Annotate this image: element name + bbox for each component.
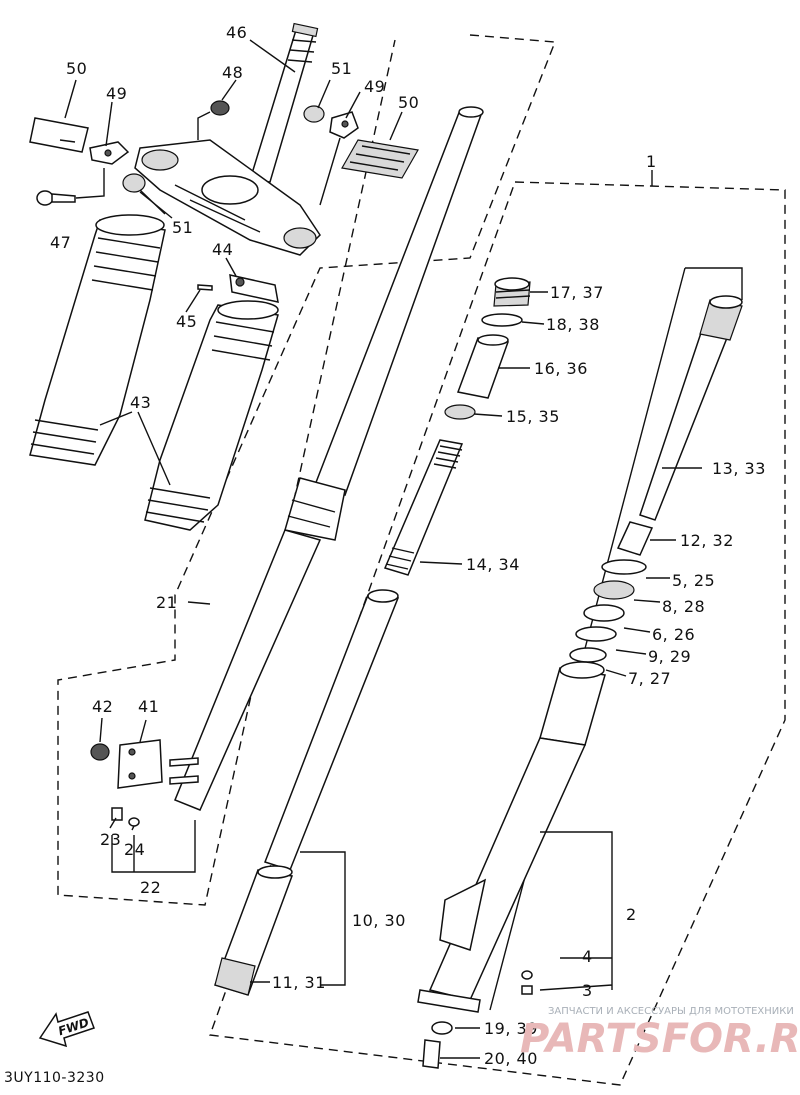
callout-41: 41 <box>138 697 159 716</box>
callout-9-29: 9, 29 <box>648 647 691 666</box>
callout-8-28: 8, 28 <box>662 597 705 616</box>
callout-21: 21 <box>156 593 177 612</box>
nut-48 <box>197 100 230 140</box>
callout-49-right: 49 <box>364 77 385 96</box>
callout-7-27: 7, 27 <box>628 669 671 688</box>
fwd-arrow-icon: FWD <box>38 1011 95 1048</box>
bolt-23 <box>111 807 123 821</box>
callout-49-left: 49 <box>106 84 127 103</box>
callout-50-left: 50 <box>66 59 87 78</box>
screw-3 <box>521 985 533 995</box>
assembly-outline-21 <box>57 34 556 906</box>
callout-44: 44 <box>212 240 233 259</box>
callout-45: 45 <box>176 312 197 331</box>
callout-1: 1 <box>646 152 657 171</box>
watermark: ЗАПЧАСТИ И АКСЕССУАРЫ ДЛЯ МОТОТЕХНИКИ PA… <box>520 1006 800 1062</box>
outer-tube-2 <box>417 661 606 1013</box>
outer-tube-21 <box>174 106 484 811</box>
callout-3: 3 <box>582 981 593 1000</box>
callout-12-32: 12, 32 <box>680 531 734 550</box>
callout-2: 2 <box>626 905 637 924</box>
damper-rod-13-33 <box>639 295 743 521</box>
callout-5-25: 5, 25 <box>672 571 715 590</box>
leader-lines <box>64 39 702 1059</box>
callout-20-40: 20, 40 <box>484 1049 538 1068</box>
o-ring-18-38 <box>481 313 523 327</box>
callout-18-38: 18, 38 <box>546 315 600 334</box>
bracket-plate-49-right <box>319 111 359 206</box>
callout-14-34: 14, 34 <box>466 555 520 574</box>
spring-14-34 <box>383 439 464 576</box>
callout-42: 42 <box>92 697 113 716</box>
callout-15-35: 15, 35 <box>506 407 560 426</box>
bracket-plate-49-left <box>89 141 130 165</box>
washer-15-35 <box>444 404 476 420</box>
callout-13-33: 13, 33 <box>712 459 766 478</box>
washer-4 <box>521 970 533 980</box>
bolt-47 <box>36 168 105 206</box>
upper-bracket <box>134 139 321 256</box>
callout-51-left: 51 <box>172 218 193 237</box>
inner-tube-10-30 <box>264 589 400 871</box>
callout-17-37: 17, 37 <box>550 283 604 302</box>
callout-11-31: 11, 31 <box>272 973 326 992</box>
screw-45 <box>197 284 213 291</box>
callout-24: 24 <box>124 840 145 859</box>
nut-42 <box>90 743 110 761</box>
fork-boot-43-left <box>29 214 166 466</box>
callout-19-39: 19, 39 <box>484 1019 538 1038</box>
seal-8-28 <box>593 580 635 600</box>
cap-bolt-17-37 <box>493 277 531 307</box>
clamp-44 <box>229 274 279 303</box>
washer-24 <box>128 817 140 827</box>
bracket-10-30 <box>300 851 346 986</box>
callout-22: 22 <box>140 878 161 897</box>
spacer-16-36 <box>456 334 510 399</box>
reflector-50-left <box>29 117 89 153</box>
callout-4: 4 <box>582 947 593 966</box>
callout-51-top: 51 <box>331 59 352 78</box>
slider-11-31 <box>214 865 294 996</box>
bracket-2 <box>539 831 613 991</box>
diagram-code: 3UY110-3230 <box>4 1070 105 1086</box>
steering-stem-46 <box>249 22 319 183</box>
seal-5-25 <box>601 559 647 575</box>
bushing-7-27 <box>569 647 607 663</box>
callout-6-26: 6, 26 <box>652 625 695 644</box>
leader-43 <box>99 411 171 486</box>
collar-51-top <box>303 105 325 123</box>
reflector-50-right <box>341 139 419 179</box>
callout-labels: 46 48 51 49 50 50 49 47 51 44 45 43 21 4… <box>50 23 766 1068</box>
callout-43: 43 <box>130 393 151 412</box>
callout-47: 47 <box>50 233 71 252</box>
callout-23: 23 <box>100 830 121 849</box>
callout-50-right: 50 <box>398 93 419 112</box>
drain-bolt-20-40 <box>422 1039 441 1069</box>
washer-19-39 <box>431 1021 453 1035</box>
rebound-spring-12-32 <box>616 521 654 556</box>
callout-48: 48 <box>222 63 243 82</box>
callout-16-36: 16, 36 <box>534 359 588 378</box>
assembly-outline-inner <box>685 267 743 300</box>
clip-9-29 <box>575 626 617 642</box>
seal-6-26 <box>583 604 625 622</box>
assembly-outline-1 <box>209 181 786 1086</box>
fork-boot-43-right <box>144 300 279 531</box>
callout-46: 46 <box>226 23 247 42</box>
watermark-tagline: ЗАПЧАСТИ И АКСЕССУАРЫ ДЛЯ МОТОТЕХНИКИ <box>548 1006 794 1017</box>
axle-holder-41 <box>117 739 199 789</box>
callout-10-30: 10, 30 <box>352 911 406 930</box>
watermark-brand: PARTSFOR.RU <box>520 1016 800 1062</box>
bracket-22-lines <box>111 820 196 873</box>
